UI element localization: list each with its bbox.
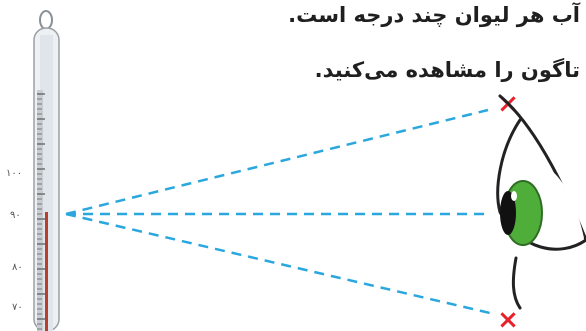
scale-label-70: ۷۰ <box>12 302 23 313</box>
thermometer <box>34 11 59 331</box>
sight-line-bottom <box>66 214 490 313</box>
scale-label-80: ۸۰ <box>12 262 23 273</box>
wrong-mark-bottom-icon: × <box>497 305 519 331</box>
thermometer-mercury <box>45 212 48 331</box>
scale-label-100: ۱۰۰ <box>6 168 22 179</box>
eye-icon <box>498 96 586 308</box>
scale-label-90: ۹۰ <box>10 210 21 221</box>
thermometer-loop <box>40 11 52 29</box>
sight-line-top <box>66 110 488 214</box>
thermometer-scale-strip <box>37 90 43 331</box>
